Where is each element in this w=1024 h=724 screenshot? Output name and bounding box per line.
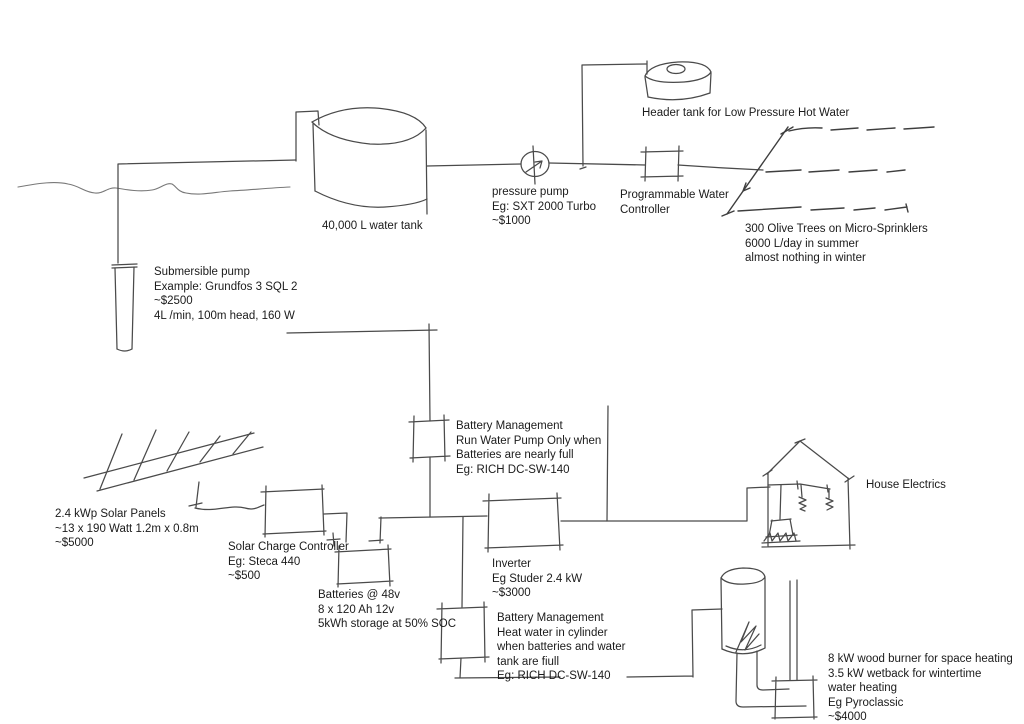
pipe-tank-to-pump	[426, 163, 522, 167]
submersible-pump-shape	[111, 263, 138, 352]
hot-water-cylinder-shape	[720, 567, 766, 655]
water-tank-shape	[311, 107, 428, 215]
battery-management-pump-box	[408, 414, 451, 518]
battery-box	[334, 544, 394, 588]
ground-line	[17, 182, 291, 195]
label-batteries: Batteries @ 48v 8 x 120 Ah 12v 5kWh stor…	[318, 589, 457, 631]
label-wood-burner: 8 kW wood burner for space heating 3.5 k…	[828, 653, 1013, 724]
wire-controller-to-battery	[323, 512, 348, 543]
pressure-pump-symbol	[520, 145, 550, 185]
wire-bm-to-well-pump	[286, 323, 438, 422]
dc-bus-wire	[378, 515, 488, 544]
house-interior-electrics	[761, 480, 834, 544]
heating-element-icon	[735, 621, 760, 653]
battery-management-heater-box	[436, 516, 490, 664]
pipe-pump-to-controller	[548, 162, 646, 170]
wire-solar-to-controller	[188, 481, 265, 511]
label-water-controller: Programmable Water Controller	[620, 189, 729, 216]
header-tank-shape	[644, 61, 712, 101]
sprinkler-main-line	[721, 126, 794, 217]
inverter-box	[482, 492, 564, 553]
label-battery-management-pump: Battery Management Run Water Pump Only w…	[456, 420, 602, 476]
wood-burner-box	[771, 579, 818, 720]
solar-array-shape	[83, 429, 264, 492]
label-pressure-pump: pressure pump Eg: SXT 2000 Turbo ~$1000	[492, 186, 596, 228]
charge-controller-box	[260, 484, 327, 538]
wire-bm-to-element	[454, 608, 723, 679]
label-inverter: Inverter Eg Studer 2.4 kW ~$3000	[492, 558, 583, 600]
label-header-tank: Header tank for Low Pressure Hot Water	[642, 107, 850, 119]
label-battery-management-heater: Battery Management Heat water in cylinde…	[497, 612, 626, 683]
label-house-electrics: House Electrics	[866, 479, 946, 491]
water-controller-box	[640, 145, 684, 182]
battery-minus-icon	[368, 539, 384, 542]
battery-plus-icon	[326, 532, 341, 547]
pipe-controller-to-sprinklers	[677, 164, 764, 171]
label-water-tank: 40,000 L water tank	[322, 220, 423, 232]
pipe-riser-header-tank	[581, 60, 648, 167]
label-submersible-pump: Submersible pump Example: Grundfos 3 SQL…	[154, 266, 298, 322]
sprinkler-lateral-lines	[737, 126, 935, 213]
label-solar-panels: 2.4 kWp Solar Panels ~13 x 190 Watt 1.2m…	[55, 508, 199, 550]
wire-inverter-to-house	[560, 405, 771, 522]
house-shape	[761, 438, 856, 550]
label-charge-controller: Solar Charge Controller Eg: Steca 440 ~$…	[228, 541, 349, 583]
wetback-pipes	[735, 650, 807, 708]
label-irrigation: 300 Olive Trees on Micro-Sprinklers 6000…	[745, 223, 928, 265]
